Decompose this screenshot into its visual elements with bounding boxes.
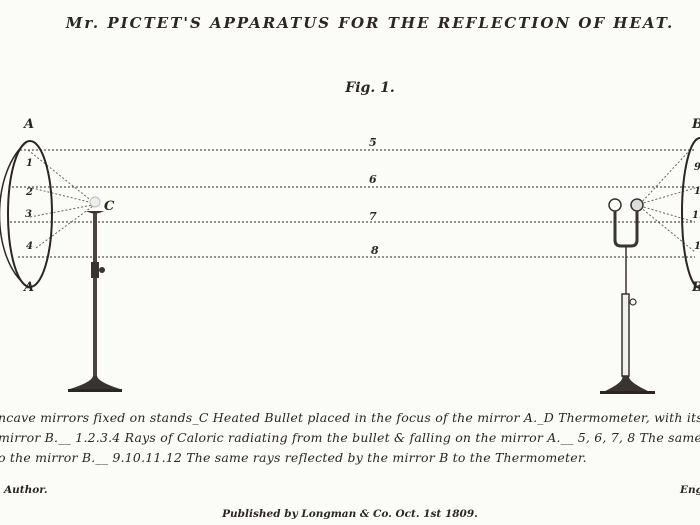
ray-label-6: 6 [369, 173, 377, 186]
mirror-a-top-label: A [22, 117, 34, 132]
ray-label-9: 9 [694, 162, 700, 173]
ray-label-5: 5 [369, 136, 377, 149]
mirror-b [681, 137, 700, 289]
footer-publisher: Published by Longman & Co. Oct. 1st 1809… [222, 508, 478, 520]
ray-label-8: 8 [371, 244, 379, 257]
ray-label-12: 12 [694, 241, 700, 252]
bullet-label: C [104, 199, 115, 214]
ray-label-2: 2 [25, 187, 33, 198]
thermometer-stand [600, 198, 655, 394]
footer-author: Author. [4, 484, 48, 496]
ray-label-10: 10 [694, 186, 700, 197]
mirror-a [0, 140, 53, 288]
heated-bullet [89, 196, 101, 208]
ray-label-11: 11 [692, 210, 700, 221]
caption-line-3: o the mirror B.__ 9.10.11.12 The same ra… [0, 450, 587, 465]
ray-label-7: 7 [369, 210, 377, 223]
footer-engraver: Eng [680, 484, 700, 496]
thermometer-bulb [608, 198, 622, 212]
plate-title: Mr. PICTET'S APPARATUS FOR THE REFLECTIO… [65, 14, 675, 32]
caption-line-2: mirror B.__ 1.2.3.4 Rays of Caloric radi… [0, 430, 700, 445]
reflected-rays [639, 149, 696, 253]
ray-label-4: 4 [26, 241, 33, 252]
ray-label-1: 1 [26, 158, 33, 169]
incident-rays [27, 149, 94, 249]
caption-line-1: ncave mirrors fixed on stands_C Heated B… [0, 410, 700, 425]
figure-label: Fig. 1. [345, 80, 395, 96]
mirror-b-top-label: B [691, 117, 700, 132]
bullet-stand [68, 196, 122, 392]
mirror-a-bottom-label: A [22, 280, 34, 295]
parallel-rays [10, 149, 695, 258]
ray-label-3: 3 [25, 209, 32, 220]
mirror-b-bottom-label: B [691, 280, 700, 295]
